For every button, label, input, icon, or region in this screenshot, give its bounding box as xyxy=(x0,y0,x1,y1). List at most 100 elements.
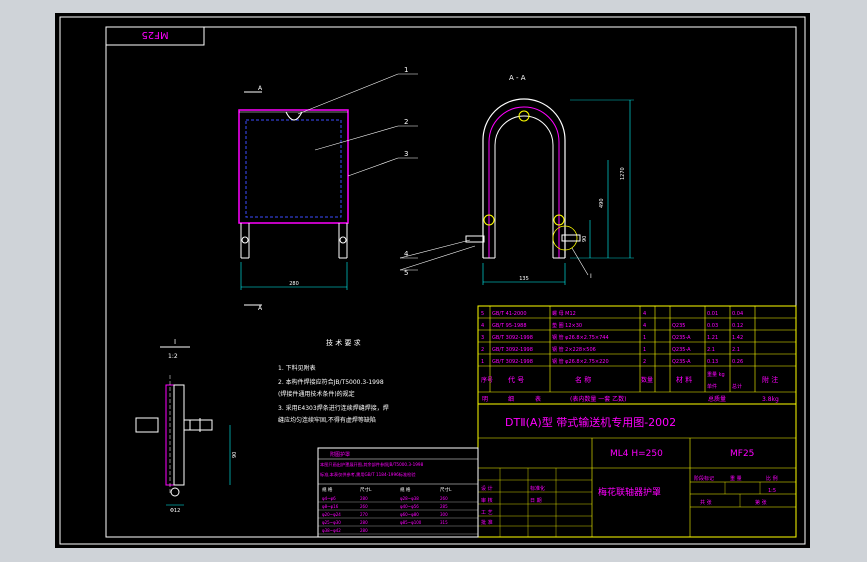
bom-cell: Q235 xyxy=(672,323,685,329)
cut-cell: 280 xyxy=(360,496,368,501)
bom-cell: 0.04 xyxy=(732,311,743,317)
bom-cell: 垫 圈 12×30 xyxy=(552,322,582,329)
bom-cell: GB/T 3092-1998 xyxy=(492,347,533,353)
cut-cell: 260 xyxy=(440,496,448,501)
title-code: MF25 xyxy=(730,449,754,459)
tech-requirements: 技 术 要 求 1. 下料见附表 2. 本构件焊接应符合JB/T5000.3-1… xyxy=(278,338,389,424)
detail-view: I 1:2 90 Φ12 xyxy=(135,338,238,514)
side-view: A - A 135 1270 490 90 I xyxy=(465,74,634,285)
bom-cell: 1.21 xyxy=(707,335,718,341)
bom-cell: 0.13 xyxy=(707,359,718,365)
bom-cell: Q235-A xyxy=(672,359,691,365)
detail-title: I xyxy=(174,338,176,346)
cut-cell: φ60~φ80 xyxy=(400,512,419,517)
bom-cell: 1 xyxy=(643,347,646,353)
cut-cell: 280 xyxy=(360,528,368,533)
sign-weight: 重 量 xyxy=(730,475,742,482)
cut-title: 附图护罩 xyxy=(330,451,350,458)
bom-h-code: 代 号 xyxy=(508,375,524,384)
detail-circle xyxy=(552,225,578,251)
top-hole xyxy=(518,110,530,122)
balloon-2: 2 xyxy=(404,118,408,126)
sign-standard: 标准化 xyxy=(530,485,545,492)
section-mark-top: A xyxy=(258,85,263,92)
bom-footer-4: (表内数量 一套 乙数) xyxy=(570,395,627,403)
dim-height-total: 1270 xyxy=(620,167,626,180)
code-box-text: MF25 xyxy=(141,29,168,40)
bom-cell: Q235-A xyxy=(672,347,691,353)
bom-cell: GB/T 41-2000 xyxy=(492,311,527,317)
title-spec: ML4 H=250 xyxy=(610,449,663,459)
sign-ratio: 比 例 xyxy=(766,475,778,482)
u-tube-middle xyxy=(488,106,560,258)
bom-h-no: 序号 xyxy=(481,376,493,384)
bom-cell: GB/T 3092-1998 xyxy=(492,335,533,341)
sign-design: 设 计 xyxy=(481,485,493,492)
cut-header-cell: 尺寸L xyxy=(360,486,372,493)
bom-cell: 4 xyxy=(643,323,646,329)
title-name: 梅花联轴器护罩 xyxy=(598,486,661,498)
bom-h-name: 名 称 xyxy=(575,375,591,384)
bom-cell: 钢 管 2×228×506 xyxy=(552,346,596,353)
bom-cell: 0.26 xyxy=(732,359,743,365)
tech-req-item-2: 2. 本构件焊接应符合JB/T5000.3-1998 xyxy=(278,378,384,386)
bom-cell: 0.03 xyxy=(707,323,718,329)
bom-cell: 2 xyxy=(481,347,484,353)
bolt-left xyxy=(465,235,485,243)
detail-scale: 1:2 xyxy=(168,353,178,360)
bom-cell: 钢 管 φ26.8×2.75×744 xyxy=(552,334,609,341)
u-tube-outer xyxy=(482,98,566,258)
bom-cell: 2 xyxy=(643,359,646,365)
cut-note-1: 本图只画出护罩展开图,其余部件参照JB/T5000.3-1998 xyxy=(320,461,424,468)
tech-req-item-5: 缝应均匀连续牢固,不得有虚焊等缺陷 xyxy=(278,416,376,424)
dim-width-side: 135 xyxy=(519,276,529,282)
bom-footer-6: 3.8kg xyxy=(762,396,779,403)
cut-cell: 260 xyxy=(360,504,368,509)
section-mark-bottom: A xyxy=(258,305,263,312)
tech-req-item-4: 3. 采用E4303焊条进行连续焊缝焊接，焊 xyxy=(278,404,389,412)
tech-req-item-3: (焊接件通用技术条件)的规定 xyxy=(278,390,355,398)
sign-approve: 批 准 xyxy=(481,519,493,526)
tech-req-title: 技 术 要 求 xyxy=(326,338,361,347)
sign-stage: 阶段标记 xyxy=(694,475,714,482)
title-series: DTⅡ(A)型 带式输送机专用图-2002 xyxy=(505,415,676,429)
bom-h-qty: 数量 xyxy=(641,376,653,384)
bom-cell: Q235-A xyxy=(672,335,691,341)
cut-header-cell: 尺寸L xyxy=(440,486,452,493)
dim-height-mid: 490 xyxy=(599,198,605,208)
sign-process: 工 艺 xyxy=(481,510,493,516)
detail-callout: I xyxy=(590,273,592,280)
bom-h-note: 附 注 xyxy=(762,375,778,384)
bom-mass-label: 重量 kg xyxy=(707,371,725,378)
code-box xyxy=(105,26,205,46)
dim-detail-w: Φ12 xyxy=(170,508,180,514)
bom-cell: 钢 管 φ26.8×2.75×220 xyxy=(552,358,609,365)
sign-check: 审 核 xyxy=(481,497,493,504)
bom-cell: 4 xyxy=(643,311,646,317)
bom-cell: 2.1 xyxy=(732,347,740,353)
bom-cell: 1 xyxy=(643,335,646,341)
section-label: A - A xyxy=(509,74,526,82)
bom-h-mat: 材 料 xyxy=(676,375,692,384)
cut-cell: 315 xyxy=(440,520,448,525)
cut-table: 附图护罩 本图只画出护罩展开图,其余部件参照JB/T5000.3-1998 标准… xyxy=(317,447,479,538)
front-notch xyxy=(285,111,303,121)
u-tube-inner xyxy=(494,115,554,258)
title-scale: 1:5 xyxy=(768,488,776,494)
bom-cell: 2.1 xyxy=(707,347,715,353)
sign-date: 日 期 xyxy=(530,498,542,504)
bolt-right xyxy=(561,234,581,242)
cut-cell: φ8~φ16 xyxy=(322,504,339,509)
cut-header-cell: 规 格 xyxy=(322,486,333,493)
cut-cell: φ4~φ6 xyxy=(322,496,336,501)
bom-footer-1: 明 xyxy=(482,396,488,403)
bom-cell: 5 xyxy=(481,311,484,317)
front-outer xyxy=(238,109,349,224)
cut-cell: φ20~φ24 xyxy=(322,512,341,517)
bom-footer-3: 表 xyxy=(535,395,541,403)
bom-cell: 0.01 xyxy=(707,311,718,317)
cut-cell: φ85~φ100 xyxy=(400,520,422,525)
bom-cell: 4 xyxy=(481,323,484,329)
cut-header-cell: 规 格 xyxy=(400,486,411,493)
